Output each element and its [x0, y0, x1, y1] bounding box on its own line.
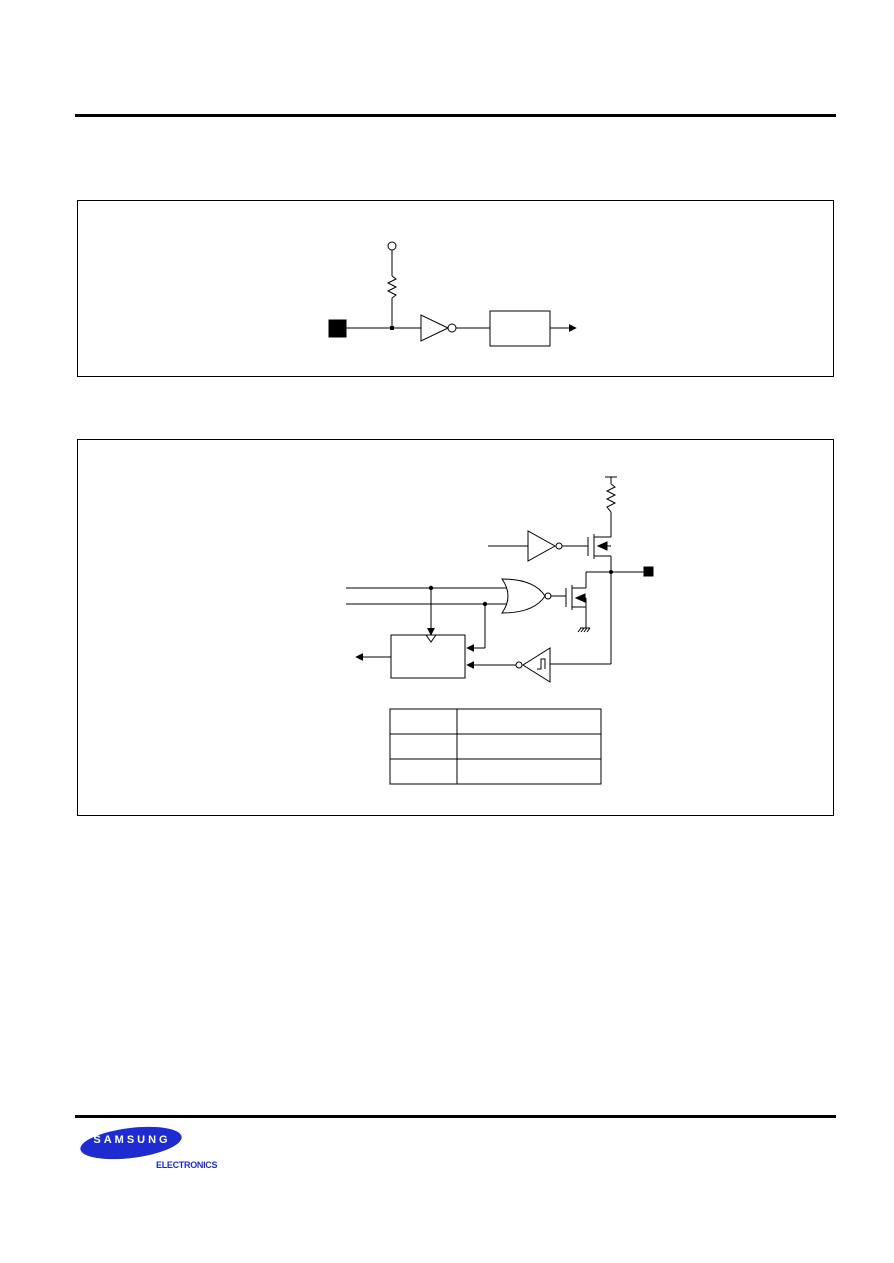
input-pad — [328, 319, 347, 338]
inverter — [527, 530, 557, 562]
nor-bubble — [544, 592, 552, 600]
nmos-arrow — [574, 593, 586, 603]
logo-oval-icon — [80, 1126, 182, 1160]
pull-up-resistor — [605, 483, 617, 513]
inverter — [420, 314, 450, 342]
pmos-arrow — [596, 541, 608, 551]
buffer-bubble — [515, 661, 523, 669]
junction-dot — [390, 326, 394, 330]
figure-2-circuit — [346, 476, 654, 785]
pull-up-resistor — [386, 275, 398, 299]
vdd-terminal — [387, 241, 397, 251]
figure-1-circuit — [328, 241, 577, 347]
latch-block — [390, 634, 466, 679]
logo-wordmark: SAMSUNG — [93, 1134, 171, 1146]
hysteresis-symbol — [537, 658, 546, 670]
logo-subtitle: ELECTRONICS — [156, 1160, 218, 1170]
schmitt-buffer — [522, 647, 551, 683]
function-block — [489, 310, 551, 347]
figure-1-frame — [77, 200, 834, 377]
nor-gate — [501, 578, 546, 614]
io-pad — [643, 566, 654, 577]
legend-table — [389, 708, 602, 785]
figure-2-frame — [77, 439, 834, 816]
header-rule — [75, 114, 836, 117]
ground-symbol — [577, 627, 591, 633]
inverter-bubble — [555, 542, 563, 550]
clock-notch — [425, 634, 437, 643]
inverter-bubble — [447, 323, 457, 333]
samsung-logo: SAMSUNG ELECTRONICS — [77, 1124, 227, 1172]
footer-rule — [75, 1115, 836, 1118]
